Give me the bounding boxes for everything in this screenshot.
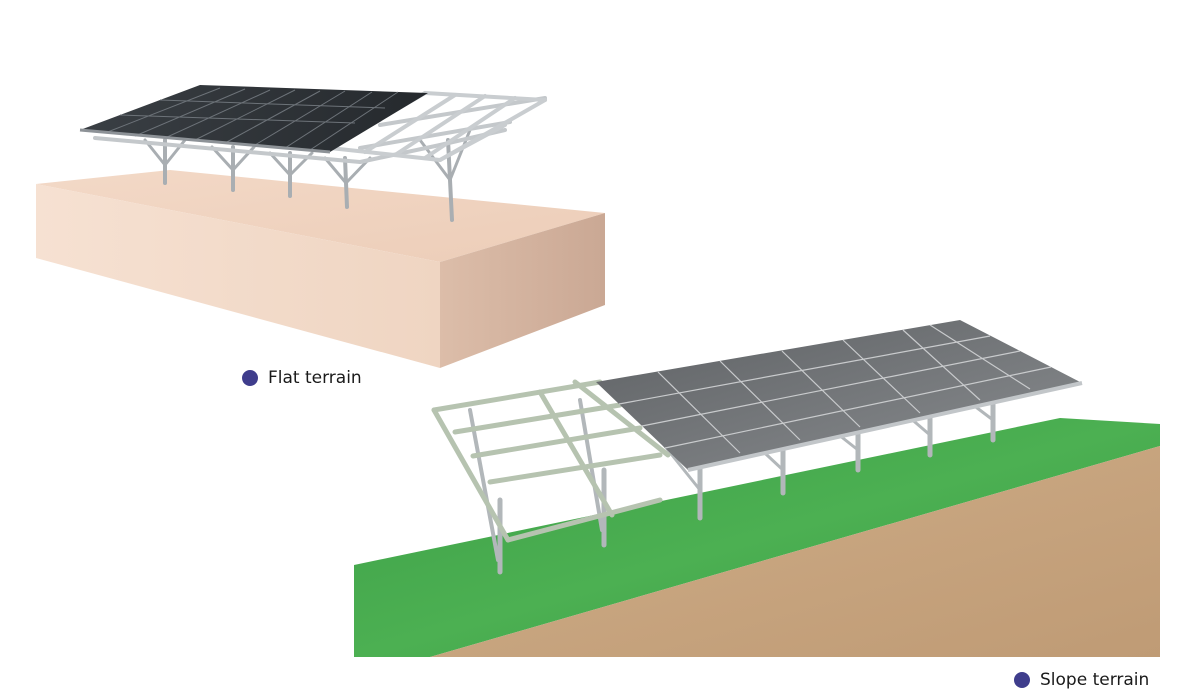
flat-soil-front <box>36 184 440 368</box>
flat-soil-side <box>440 213 605 368</box>
flat-terrain-illustration <box>36 85 605 368</box>
flat-solar-panels <box>80 85 428 152</box>
slope-terrain-illustration <box>354 320 1160 657</box>
slope-open-frame <box>431 379 671 543</box>
slope-grass <box>354 418 1160 657</box>
flat-terrain-caption: Flat terrain <box>242 368 362 388</box>
slope-solar-panels <box>596 320 1082 470</box>
bullet-icon <box>242 370 258 386</box>
slope-soil <box>430 446 1160 657</box>
slope-panel-edge <box>687 381 1083 472</box>
slope-panel-grid <box>618 324 1052 454</box>
flat-soil-top <box>36 170 605 262</box>
bullet-icon <box>1014 672 1030 688</box>
flat-panel-grid <box>104 87 399 151</box>
flat-panel-edge <box>79 128 331 154</box>
flat-terrain-label: Flat terrain <box>268 368 362 388</box>
slope-terrain-caption: Slope terrain <box>1014 670 1149 690</box>
slope-terrain-label: Slope terrain <box>1040 670 1150 690</box>
